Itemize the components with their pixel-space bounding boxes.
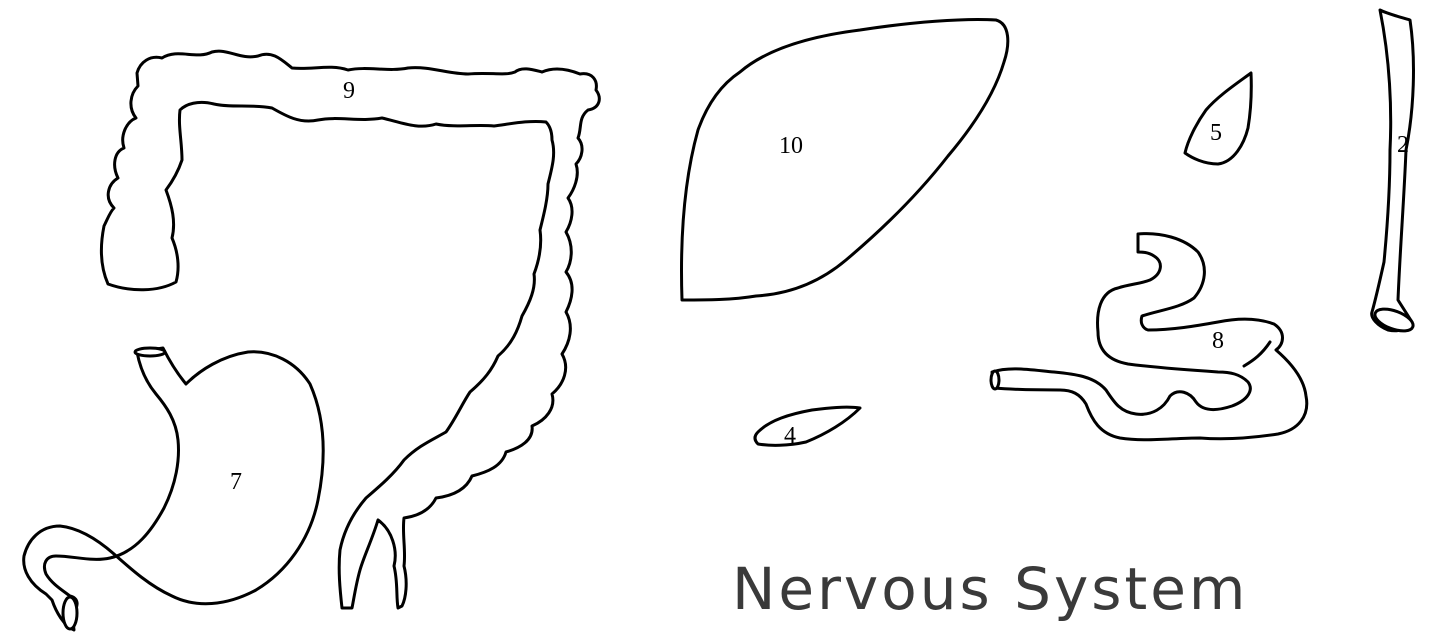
oesophagus-opening [1372,305,1416,336]
stomach-outline [24,348,324,630]
stomach-upper-opening [135,348,165,356]
label-small-intestine: 8 [1212,328,1224,354]
label-gallbladder: 5 [1210,120,1222,146]
liver-outline [682,19,1008,300]
label-stomach: 7 [230,469,242,495]
gallbladder-outline [1185,73,1251,164]
label-large-intestine: 9 [343,78,355,104]
oesophagus[interactable]: 2 [1372,10,1416,335]
label-liver: 10 [779,133,803,159]
stomach-lower-opening [63,597,77,629]
oesophagus-outline [1372,10,1414,331]
label-oesophagus: 2 [1397,132,1409,158]
liver[interactable]: 10 [682,19,1008,300]
page-heading: Nervous System [732,555,1248,623]
small-intestine[interactable]: 8 [991,234,1307,440]
pancreas[interactable]: 4 [755,407,860,449]
stomach[interactable]: 7 [24,348,324,630]
label-pancreas: 4 [784,423,796,449]
pancreas-outline [755,407,860,445]
small-intestine-opening [991,371,999,389]
gallbladder[interactable]: 5 [1185,73,1251,164]
small-intestine-outline [992,234,1307,440]
